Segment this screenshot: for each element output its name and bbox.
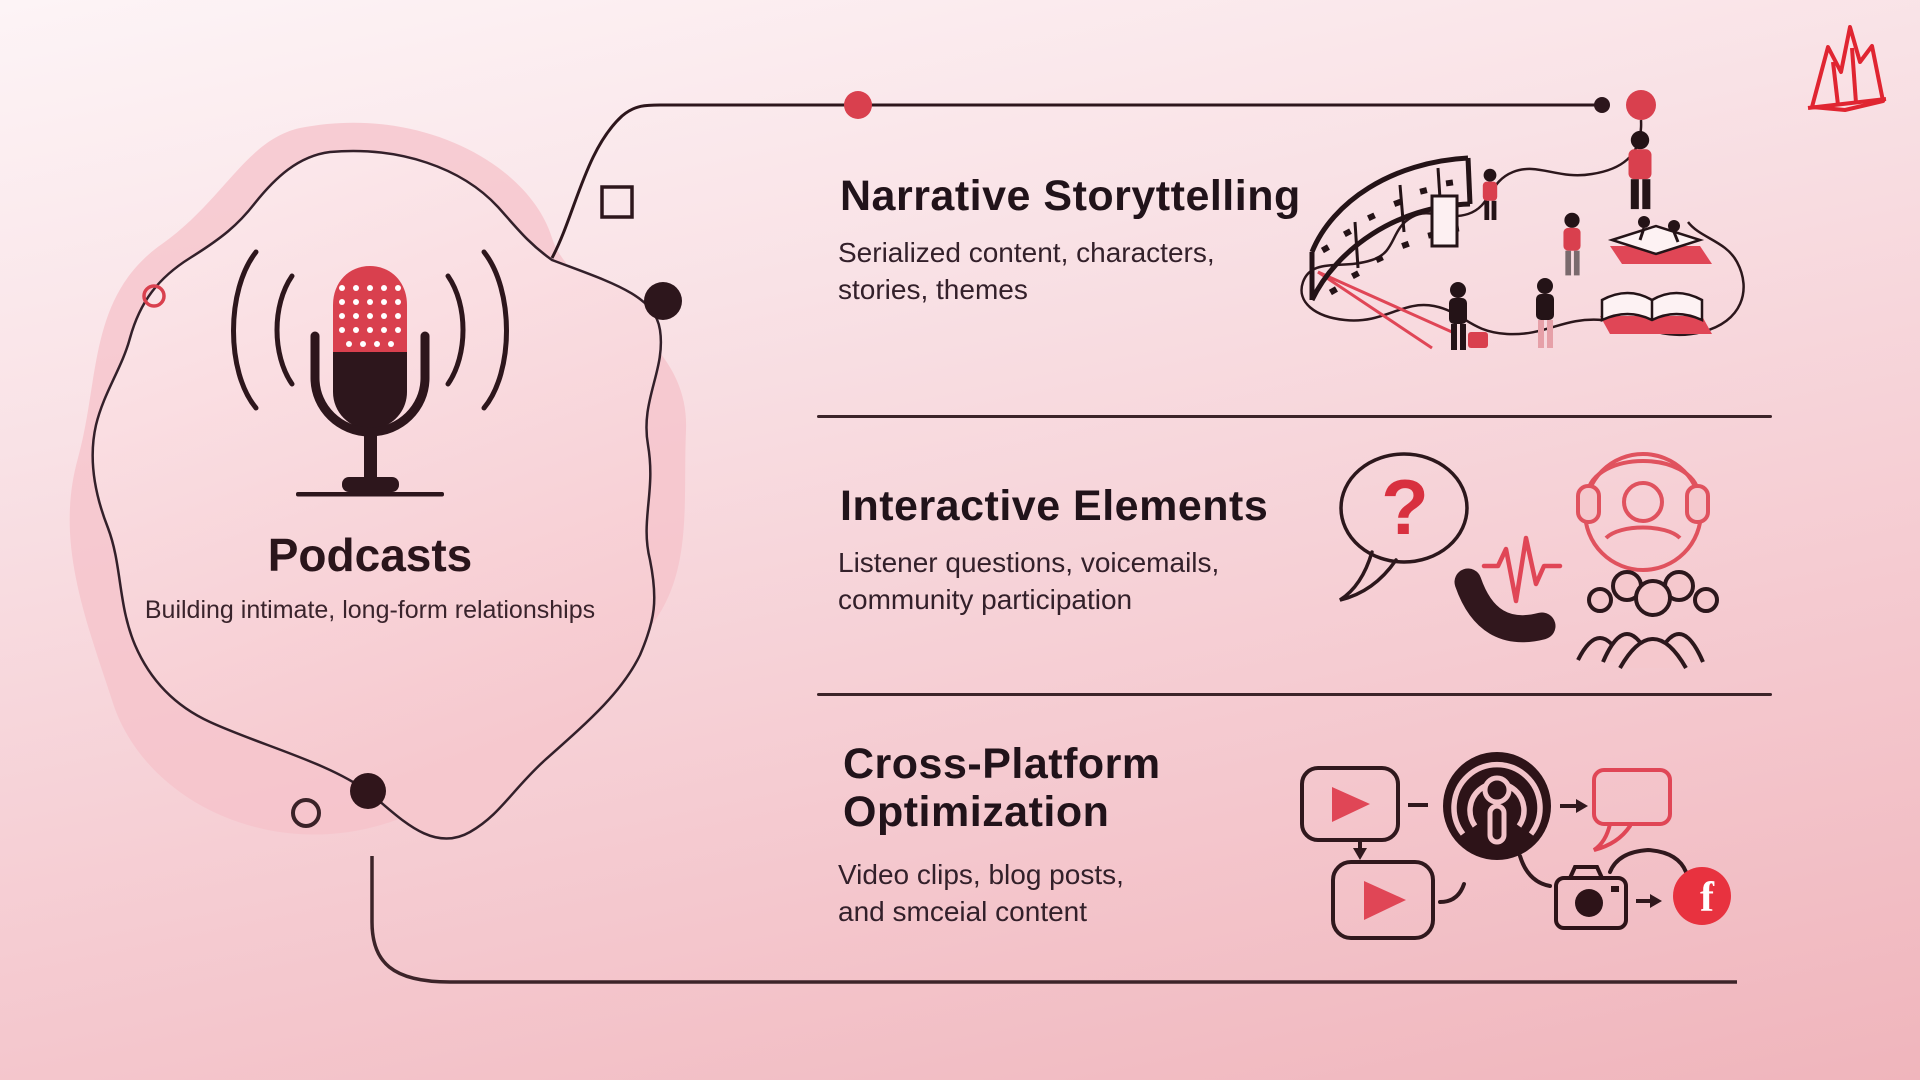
mic-cap [333, 266, 407, 352]
section-desc-narrative: Serialized content, characters, stories,… [838, 234, 1215, 308]
sound-waves-icon [231, 249, 509, 411]
top-black-dot [1594, 97, 1610, 113]
microphone-icon [231, 249, 509, 497]
square-outline-icon [600, 185, 634, 219]
mic-body [333, 352, 407, 429]
desc-line: stories, themes [838, 274, 1028, 305]
hub-subtitle: Building intimate, long-form relationshi… [144, 596, 596, 624]
phone-handset-icon [1454, 568, 1556, 643]
dark-ring-bottom-icon [291, 798, 321, 828]
title-line: Cross-Platform [843, 740, 1161, 788]
desc-line: Serialized content, characters, [838, 237, 1215, 268]
flame-crystal-logo [1807, 25, 1887, 112]
bottom-connector [370, 856, 1737, 984]
title-line: Optimization [843, 788, 1110, 836]
podcast-icon [1443, 752, 1551, 860]
video-play-icon [1300, 766, 1400, 842]
question-bubble-icon [1339, 452, 1469, 602]
desc-line: community participation [838, 584, 1133, 615]
flow-arrow-right-2 [1636, 894, 1662, 908]
community-group-icon [1576, 570, 1719, 669]
film-strip-story-journey [1300, 119, 1745, 350]
red-ring-icon [142, 284, 166, 308]
section-desc-crossplatform: Video clips, blog posts, and smceial con… [838, 856, 1124, 930]
flow-elbow-2 [1518, 854, 1552, 888]
flow-elbow-1 [1438, 882, 1466, 904]
top-red-dot-right [1626, 90, 1656, 120]
support-headset-icon [1576, 452, 1710, 572]
camera-icon [1554, 865, 1628, 930]
crossplatform-icons: f [1300, 752, 1731, 940]
section-title-crossplatform: Cross-Platform Optimization [843, 740, 1161, 836]
facebook-glyph: f [1700, 875, 1715, 921]
facebook-icon: f [1673, 867, 1731, 925]
door-icon [1430, 194, 1459, 248]
section-title-narrative: Narrative Storyttelling [840, 172, 1301, 220]
hub-title: Podcasts [267, 529, 473, 581]
top-red-dot-left [844, 91, 872, 119]
section-desc-interactive: Listener questions, voicemails, communit… [838, 544, 1219, 618]
walking-figures [1449, 130, 1652, 350]
black-dot-icon [644, 282, 682, 320]
chat-bubble-icon [1592, 768, 1672, 852]
section-title-interactive: Interactive Elements [840, 482, 1269, 530]
flow-arrow-right-1 [1560, 799, 1588, 813]
reading-figures [1607, 216, 1712, 264]
mic-cap-dots [339, 285, 401, 347]
flow-bridge [1608, 847, 1688, 874]
desc-line: Video clips, blog posts, [838, 859, 1124, 890]
flow-arrow-down [1353, 842, 1367, 860]
video-play-icon-2 [1331, 860, 1435, 940]
question-mark-glyph: ? [1381, 463, 1429, 551]
black-dot-bottom-icon [350, 773, 386, 809]
desc-line: and smceial content [838, 896, 1088, 927]
divider-1 [817, 415, 1772, 418]
pulse-wave-icon [1481, 535, 1563, 604]
top-connector [550, 90, 1656, 259]
desc-line: Listener questions, voicemails, [838, 547, 1220, 578]
interactive-icons [1339, 452, 1719, 669]
open-book-icon [1600, 291, 1712, 334]
divider-2 [817, 693, 1772, 696]
projector-beam [1317, 270, 1453, 350]
